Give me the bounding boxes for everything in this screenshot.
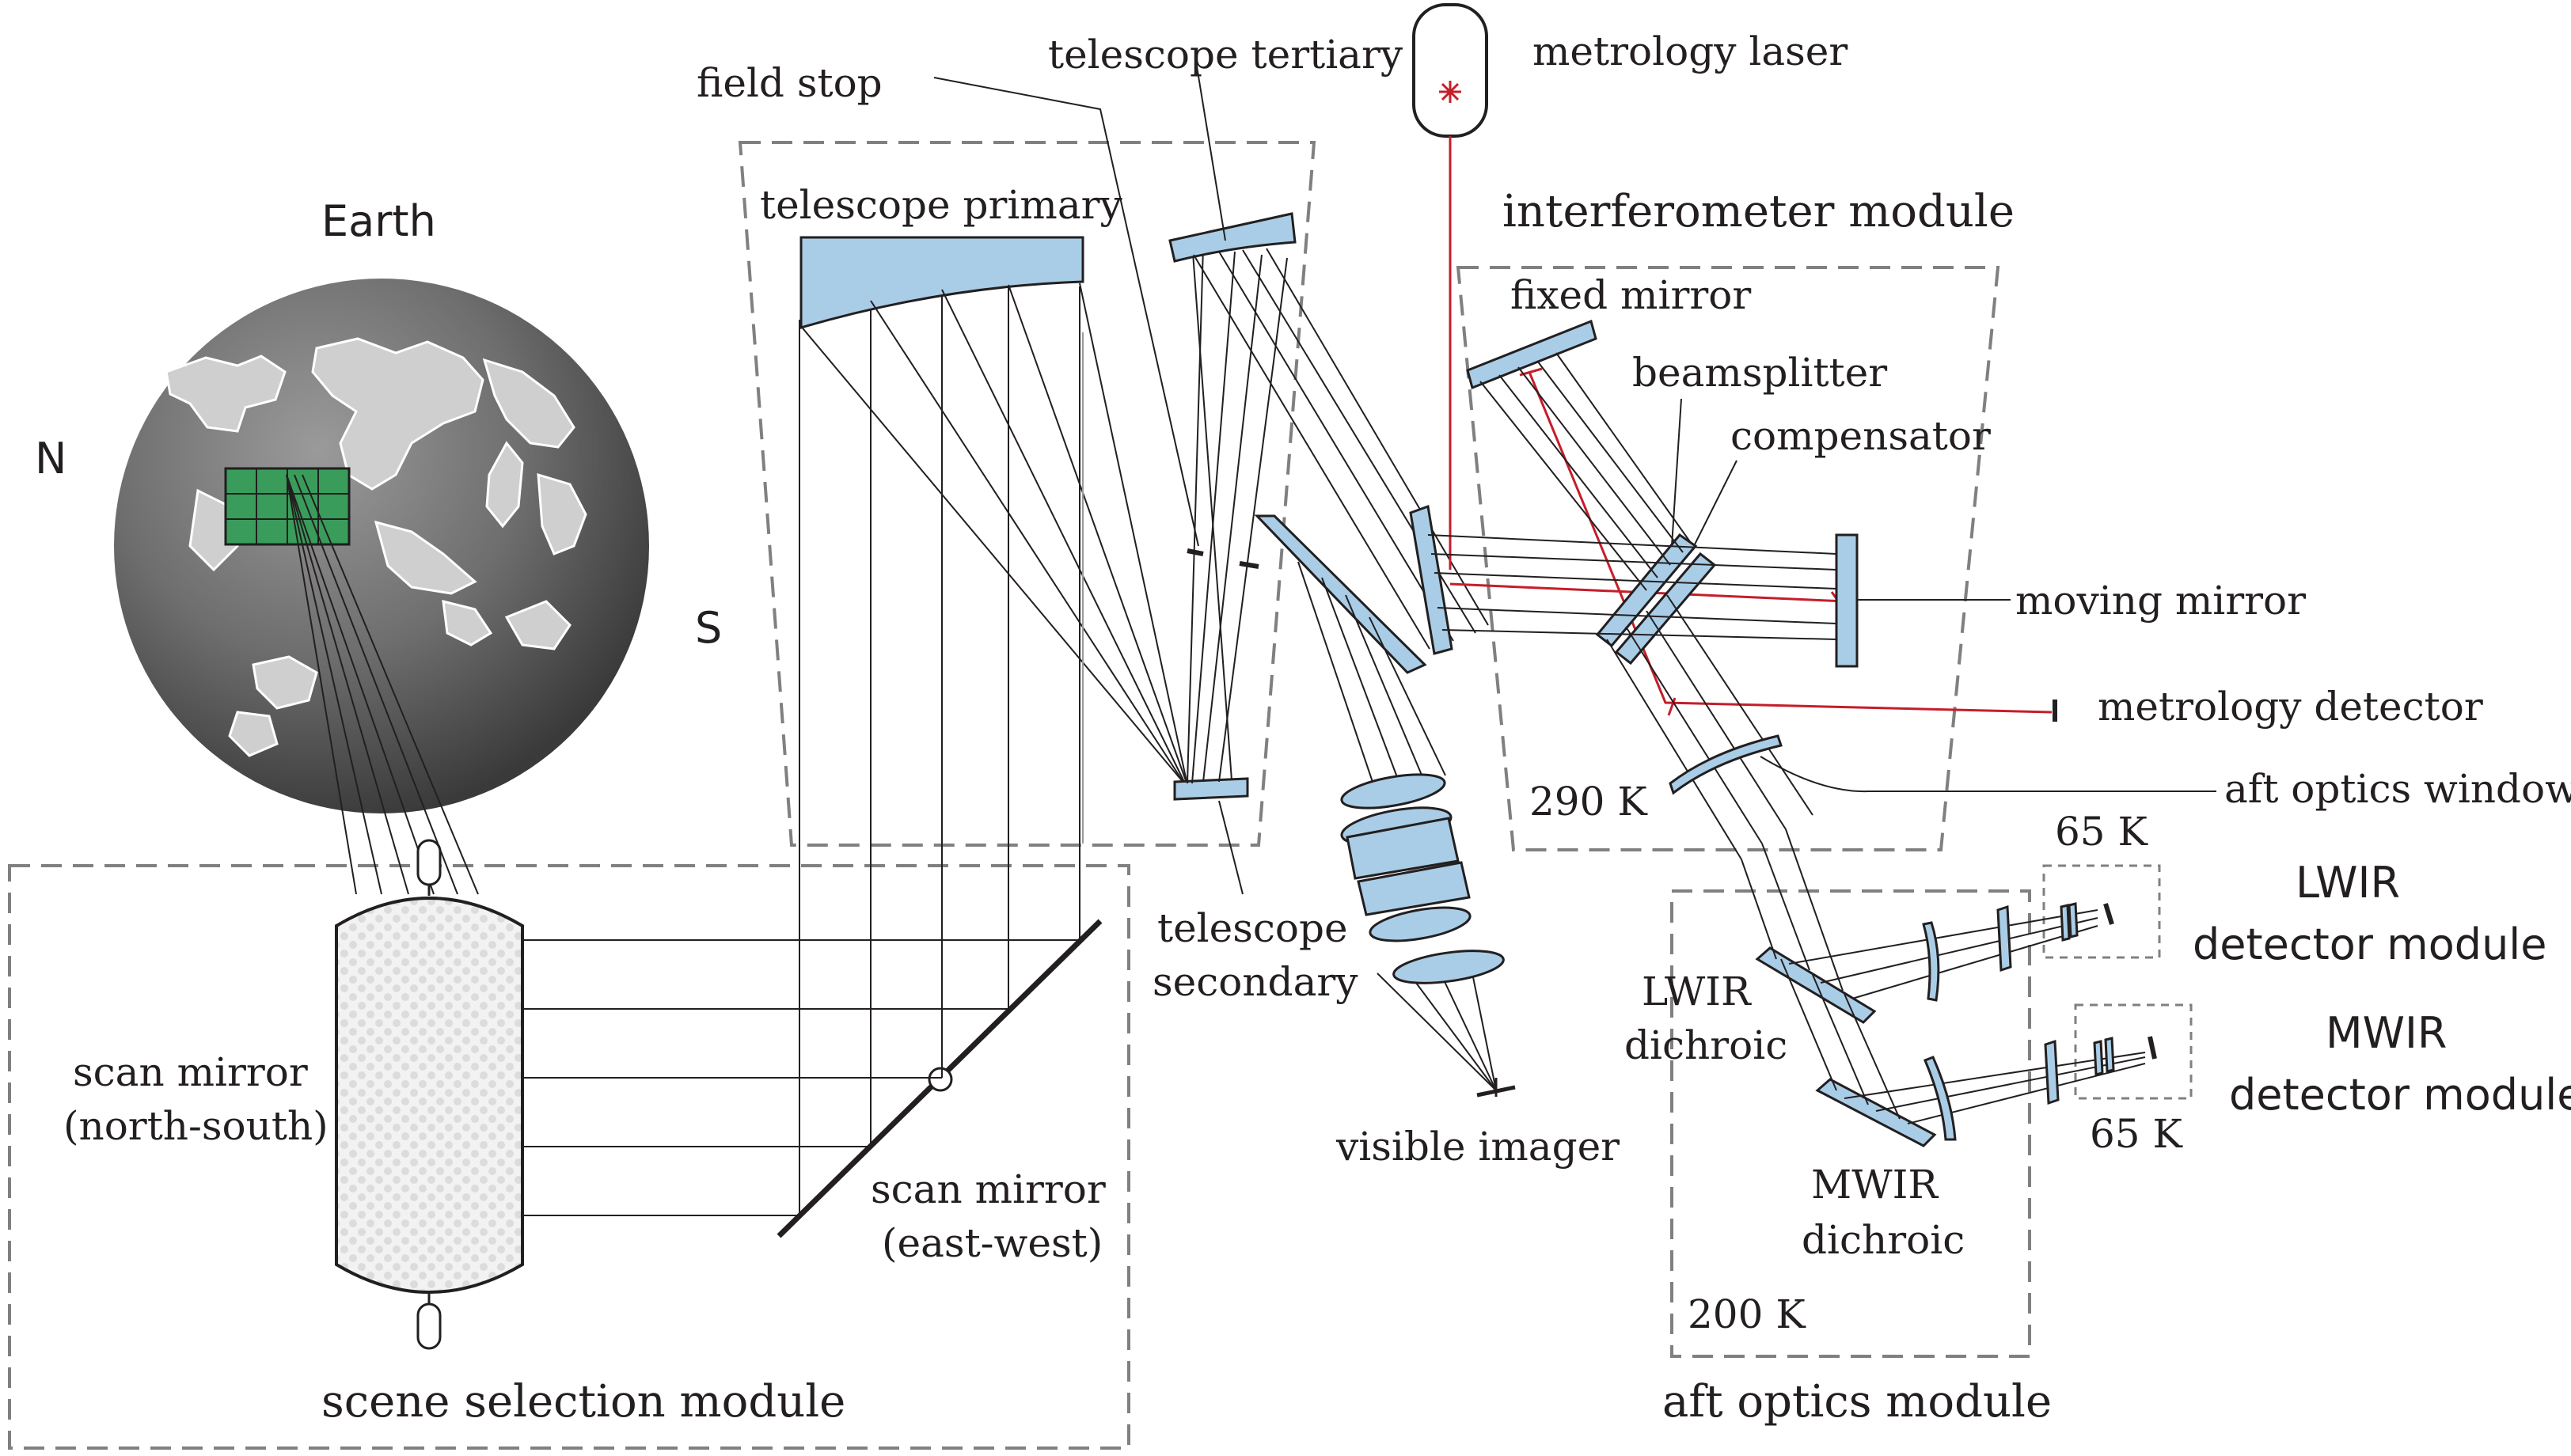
telescope-optics: telescope primary telescope tertiary fie… [697,32,1489,1005]
scene-selection-module-title: scene selection module [321,1376,845,1428]
mwir-dichroic-label-2: dichroic [1802,1217,1965,1263]
telescope-primary-label: telescope primary [760,182,1123,228]
telescope-tertiary-label: telescope tertiary [1048,32,1403,78]
ns-scan-mirror-bottom-pivot [416,1302,442,1350]
metrology: metrology laser metrology detector [1412,3,2483,730]
mwir-detector-label-2: detector module [2229,1070,2571,1120]
ew-scan-mirror-label-1: scan mirror [871,1166,1106,1212]
interferometer-module-title: interferometer module [1502,186,2015,237]
ns-scan-mirror [335,897,524,1294]
mwir-dichroic-label-1: MWIR [1811,1162,1939,1208]
telescope-leader-lines [933,66,1244,895]
earth-landmasses [165,337,587,757]
interferometer-input-window [1409,504,1453,655]
earth-scan-grid [224,467,351,546]
mwir-detector-module-border [2074,1003,2193,1100]
fixed-mirror [1466,319,1597,390]
ew-scan-mirror-label-2: (east-west) [882,1220,1103,1266]
beamsplitter-label: beamsplitter [1632,350,1887,396]
aft-optics-window-label: aft optics window [2224,766,2571,812]
ns-scan-mirror-label-1: scan mirror [73,1049,308,1095]
aft-optics: aft optics window LWIR dichroic MWIR dic… [1624,734,2571,1428]
ns-scan-mirror-label-2: (north-south) [63,1103,328,1149]
telescope-secondary-mirror [1173,777,1249,801]
detector-labels: 65 K LWIR detector module MWIR detector … [2055,809,2571,1157]
mwir-detector-label-1: MWIR [2326,1008,2447,1058]
scene-selection-optics: scan mirror (north-south) scan mirror (e… [63,285,1106,1428]
interferometer-optics: interferometer module fixed mirror beams… [1409,186,2306,860]
compensator-label: compensator [1730,413,1991,459]
interferometer-module-border [1456,266,2000,851]
visible-dichroic-mirror [1254,514,1427,674]
telescope-primary-mirror [799,236,1084,330]
north-label: N [35,434,66,483]
interferometer-leader-lines [1671,398,2011,601]
lwir-detector-temperature: 65 K [2055,809,2149,855]
aft-optics-module-title: aft optics module [1662,1376,2052,1428]
interferometer-rays [1427,352,1837,860]
secondary-to-tertiary-rays [1187,241,1288,784]
metrology-detector-label: metrology detector [2098,684,2483,730]
scan-to-telescope-beams [799,285,1080,1215]
aft-optics-module-border [1670,889,2031,1358]
laser-starburst-icon [1439,81,1461,103]
field-stop [1187,548,1259,569]
telescope-module-border [738,141,1316,847]
lwir-dichroic-label-2: dichroic [1624,1022,1787,1068]
lwir-detector-module-border [2042,864,2161,959]
visible-imager: visible imager [1254,514,1620,1170]
lwir-detector-label-1: LWIR [2296,858,2400,908]
ns-scan-mirror-top-pivot [416,839,442,886]
module-borders [8,141,2193,1450]
earth-globe: Earth N S [35,196,722,813]
aft-optics-window [1669,734,1783,795]
inter-scan-beams [522,939,1080,1216]
visible-imager-rays [1297,561,1497,1091]
visible-imager-label: visible imager [1335,1124,1620,1170]
telescope-secondary-label-2: secondary [1153,959,1358,1005]
lwir-dichroic-label-1: LWIR [1642,969,1752,1014]
earth-to-scan-rays [286,474,479,895]
scene-selection-module-border [8,864,1130,1450]
ew-scan-mirror-pivot [928,1067,953,1092]
metrology-laser-label: metrology laser [1532,28,1848,74]
fixed-mirror-label: fixed mirror [1510,272,1751,318]
moving-mirror-label: moving mirror [2015,578,2306,624]
mwir-dichroic [1815,1078,1937,1147]
south-label: S [695,603,722,653]
telescope-secondary-label-1: telescope [1157,905,1348,951]
earth-title: Earth [321,196,436,246]
lwir-dichroic [1755,946,1877,1024]
field-stop-label: field stop [697,60,883,106]
mwir-detector-temperature: 65 K [2090,1111,2184,1157]
metrology-laser [1412,3,1488,138]
telescope-tertiary-mirror [1168,212,1297,263]
moving-mirror [1835,533,1859,668]
lwir-detector-label-2: detector module [2193,919,2547,969]
aft-optics-temperature: 200 K [1688,1291,1806,1337]
interferometer-temperature: 290 K [1529,779,1648,825]
primary-to-secondary-rays [799,282,1188,844]
visible-imager-lenses [1340,773,1505,984]
